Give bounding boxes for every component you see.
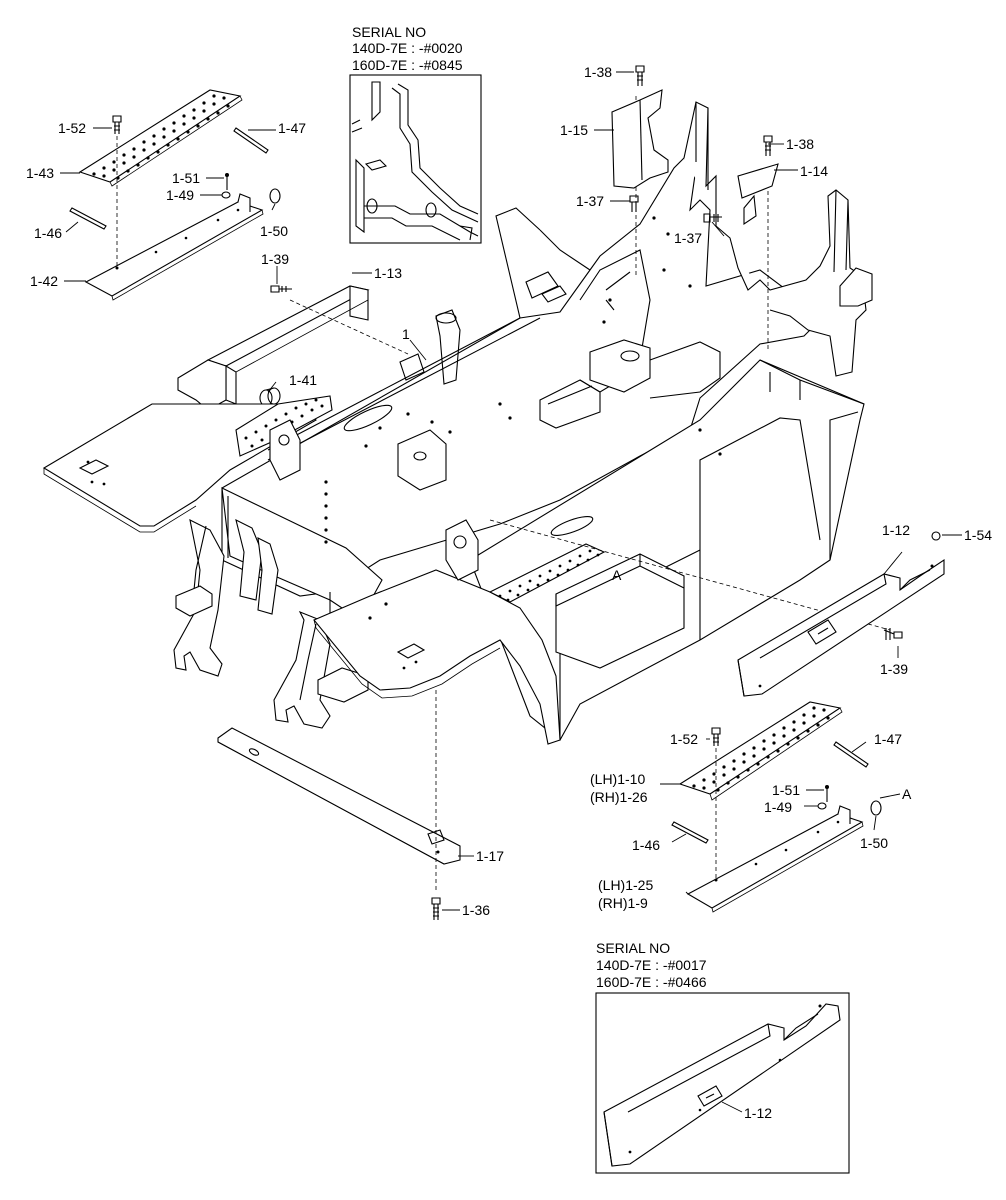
label-1-46-bot: 1-46 [632, 837, 660, 853]
label-1-17: 1-17 [476, 848, 504, 864]
inset-top-line2: 160D-7E : -#0845 [352, 57, 463, 73]
label-1-49-top: 1-49 [166, 187, 194, 203]
label-1-39-right: 1-39 [880, 661, 908, 677]
label-1-52-bot: 1-52 [670, 731, 698, 747]
label-1-41: 1-41 [289, 372, 317, 388]
step-assembly-left [69, 89, 281, 301]
washer-1-50-top [269, 188, 281, 204]
label-1-12-inset: 1-12 [744, 1105, 772, 1121]
label-1-50-top: 1-50 [260, 223, 288, 239]
label-1: 1 [402, 326, 410, 342]
label-1-50-bot: 1-50 [860, 835, 888, 851]
inset-top-heading: SERIAL NO [352, 24, 426, 40]
label-1-37-a: 1-37 [576, 193, 604, 209]
label-1-38-a: 1-38 [584, 64, 612, 80]
step-assembly-right [671, 701, 882, 913]
inset-top-line1: 140D-7E : -#0020 [352, 40, 463, 56]
bolt-1-39-right [883, 628, 903, 640]
step-rail-1-12 [737, 558, 945, 697]
label-1-51-bot: 1-51 [772, 782, 800, 798]
inset-bottom-line2: 160D-7E : -#0466 [596, 974, 707, 990]
inset-bottom-frame [595, 992, 850, 1174]
washer-1-50-bot [870, 800, 882, 816]
label-1-14: 1-14 [800, 163, 828, 179]
inset-bottom: SERIAL NO 140D-7E : -#0017 160D-7E : -#0… [595, 940, 850, 1174]
label-1-13: 1-13 [374, 265, 402, 281]
bushing-1-41 [259, 387, 281, 407]
main-frame [42, 96, 891, 745]
callout-labels: 1-52 1-47 1-43 1-51 1-49 1-46 1-50 1-42 … [26, 64, 992, 1121]
label-1-38-b: 1-38 [786, 136, 814, 152]
label-lh-1-10: (LH)1-10 [590, 771, 645, 787]
inset-bottom-rail [603, 1003, 841, 1167]
bracket-1-13 [177, 285, 409, 411]
inset-top: SERIAL NO 140D-7E : -#0020 160D-7E : -#0… [349, 24, 482, 244]
base-plate-1-42 [84, 193, 264, 301]
inset-top-frame [349, 74, 482, 244]
plug-1-54 [931, 531, 941, 541]
label-lh-1-25: (LH)1-25 [598, 877, 653, 893]
label-1-46-top: 1-46 [34, 225, 62, 241]
tread-plate-1-43 [78, 89, 243, 187]
inset-top-drawing [351, 81, 479, 241]
label-1-12: 1-12 [882, 522, 910, 538]
label-1-39-top: 1-39 [261, 251, 289, 267]
washer-1-49-bot [817, 802, 827, 810]
label-1-42: 1-42 [30, 273, 58, 289]
bolt-1-38-a [635, 65, 645, 86]
label-1-47-top: 1-47 [278, 120, 306, 136]
label-rh-1-9: (RH)1-9 [598, 895, 648, 911]
label-rh-1-26: (RH)1-26 [590, 789, 648, 805]
bolt-1-38-b [763, 135, 773, 156]
inset-bottom-line1: 140D-7E : -#0017 [596, 957, 707, 973]
bolt-1-37-a [629, 195, 639, 212]
inset-bottom-heading: SERIAL NO [596, 940, 670, 956]
base-plate-1-25 [686, 805, 864, 913]
bolt-1-39-top [270, 285, 292, 293]
pin-1-46-bot [671, 821, 709, 844]
label-1-51-top: 1-51 [172, 170, 200, 186]
leader-lines [60, 71, 962, 1113]
label-1-52-top: 1-52 [58, 120, 86, 136]
strap-1-17 [217, 690, 461, 890]
tread-plate-1-10 [678, 701, 843, 801]
cover-1-15 [611, 89, 669, 189]
pin-1-46-top [69, 207, 107, 230]
bolt-1-37-b [703, 213, 722, 223]
bolt-1-36 [431, 897, 441, 920]
label-1-54: 1-54 [964, 527, 992, 543]
washer-1-49-top [221, 191, 231, 199]
label-1-43: 1-43 [26, 165, 54, 181]
bolt-1-52-top [112, 115, 122, 268]
cover-1-14 [737, 163, 779, 226]
label-1-37-b: 1-37 [674, 230, 702, 246]
label-1-47-bot: 1-47 [874, 731, 902, 747]
label-1-49-bot: 1-49 [764, 799, 792, 815]
label-1-36: 1-36 [462, 902, 490, 918]
bolt-1-52-bot [711, 727, 721, 880]
pin-1-47-top [233, 127, 269, 154]
label-A-center: A [612, 567, 622, 583]
label-A-right: A [902, 786, 912, 802]
pin-1-47-bot [833, 741, 869, 768]
label-1-15: 1-15 [560, 122, 588, 138]
